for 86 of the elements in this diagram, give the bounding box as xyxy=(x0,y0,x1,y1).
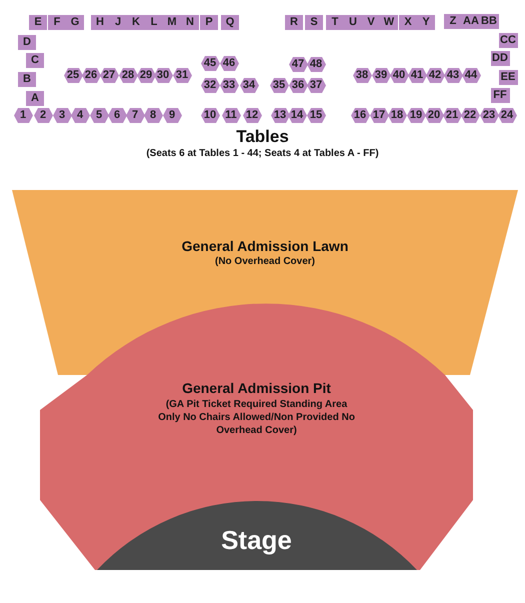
table-seat: G xyxy=(66,14,84,30)
table-seat: 20 xyxy=(424,108,444,122)
table-seat: BB xyxy=(480,14,498,28)
table-seat: D xyxy=(18,34,36,50)
table-seat: 28 xyxy=(118,68,138,82)
table-seat: V xyxy=(362,14,380,30)
table-seat: CC xyxy=(498,32,518,48)
table-seat: 14 xyxy=(288,108,306,122)
table-seat: Y xyxy=(417,14,435,30)
table-seat: 27 xyxy=(100,68,118,82)
stage-label: Stage xyxy=(220,525,293,556)
section-note: (No Overhead Cover) xyxy=(214,256,316,267)
table-seat: 34 xyxy=(240,78,258,92)
table-seat: 15 xyxy=(306,108,326,122)
table-seat: 18 xyxy=(388,108,406,122)
section-title: General Admission Lawn xyxy=(180,238,350,254)
table-seat: Z xyxy=(444,14,462,28)
table-seat: X xyxy=(399,14,417,30)
table-seat: 1 xyxy=(14,108,32,122)
table-seat: 42 xyxy=(426,68,444,82)
table-seat: F xyxy=(48,14,66,30)
table-seat: Q xyxy=(221,14,239,30)
table-seat: 23 xyxy=(480,108,498,122)
table-seat: 38 xyxy=(352,68,372,82)
table-seat: 31 xyxy=(172,68,192,82)
table-seat: 25 xyxy=(64,68,82,82)
table-seat: 45 xyxy=(200,56,220,70)
table-seat: 12 xyxy=(242,108,262,122)
table-seat: 19 xyxy=(406,108,426,122)
table-seat: 35 xyxy=(270,78,288,92)
table-seat: 2 xyxy=(34,108,52,122)
table-seat: AA xyxy=(462,14,480,28)
table-seat: J xyxy=(109,14,127,30)
table-seat: 13 xyxy=(270,108,290,122)
stage xyxy=(96,500,416,570)
table-seat: 30 xyxy=(154,68,172,82)
section-note: (GA Pit Ticket Required Standing Area Only No Chairs Allowed/Non Provided No Overhead Cover) xyxy=(158,398,355,437)
table-seat: A xyxy=(26,90,44,106)
table-seat: 32 xyxy=(200,78,220,92)
table-seat: 3 xyxy=(52,108,72,122)
table-seat: 47 xyxy=(288,56,308,72)
seating-note: (Seats 6 at Tables 1 - 44; Seats 4 at Tables A - FF) xyxy=(146,148,379,159)
table-seat: 9 xyxy=(162,108,182,122)
table-seat: 36 xyxy=(288,78,308,92)
table-seat: 39 xyxy=(372,68,390,82)
table-seat: 4 xyxy=(70,108,90,122)
table-seat: 37 xyxy=(306,78,326,92)
table-seat: 16 xyxy=(350,108,370,122)
table-seat: DD xyxy=(490,50,510,66)
table-seat: L xyxy=(145,14,163,30)
table-seat: 21 xyxy=(442,108,462,122)
table-seat: P xyxy=(200,14,218,30)
table-seat: E xyxy=(29,14,47,30)
table-seat: H xyxy=(91,14,109,30)
table-seat: 41 xyxy=(408,68,426,82)
table-seat: R xyxy=(285,14,303,30)
table-seat: 10 xyxy=(200,108,220,122)
table-seat: S xyxy=(305,14,323,30)
table-seat: 29 xyxy=(136,68,156,82)
table-seat: 6 xyxy=(108,108,126,122)
section-title: General Admission Pit xyxy=(181,380,332,396)
table-seat: FF xyxy=(490,88,510,102)
table-seat: 46 xyxy=(220,56,238,70)
table-seat: 43 xyxy=(444,68,462,82)
table-seat: 48 xyxy=(306,56,326,72)
table-seat: 44 xyxy=(462,68,480,82)
table-seat: 7 xyxy=(126,108,144,122)
table-seat: 40 xyxy=(390,68,408,82)
table-seat: W xyxy=(380,14,398,30)
table-seat: K xyxy=(127,14,145,30)
table-seat: B xyxy=(18,72,36,86)
table-seat: U xyxy=(344,14,362,30)
table-seat: M xyxy=(163,14,181,30)
table-seat: N xyxy=(181,14,199,30)
table-seat: 5 xyxy=(90,108,108,122)
table-seat: 11 xyxy=(222,108,240,122)
table-seat: 17 xyxy=(370,108,388,122)
section-heading: Tables xyxy=(236,127,289,147)
table-seat: 22 xyxy=(460,108,480,122)
table-seat: EE xyxy=(498,70,518,84)
table-seat: 24 xyxy=(498,108,516,122)
table-seat: 8 xyxy=(144,108,162,122)
table-seat: 33 xyxy=(220,78,238,92)
table-seat: 26 xyxy=(82,68,100,82)
table-seat: C xyxy=(26,52,44,68)
table-seat: T xyxy=(326,14,344,30)
